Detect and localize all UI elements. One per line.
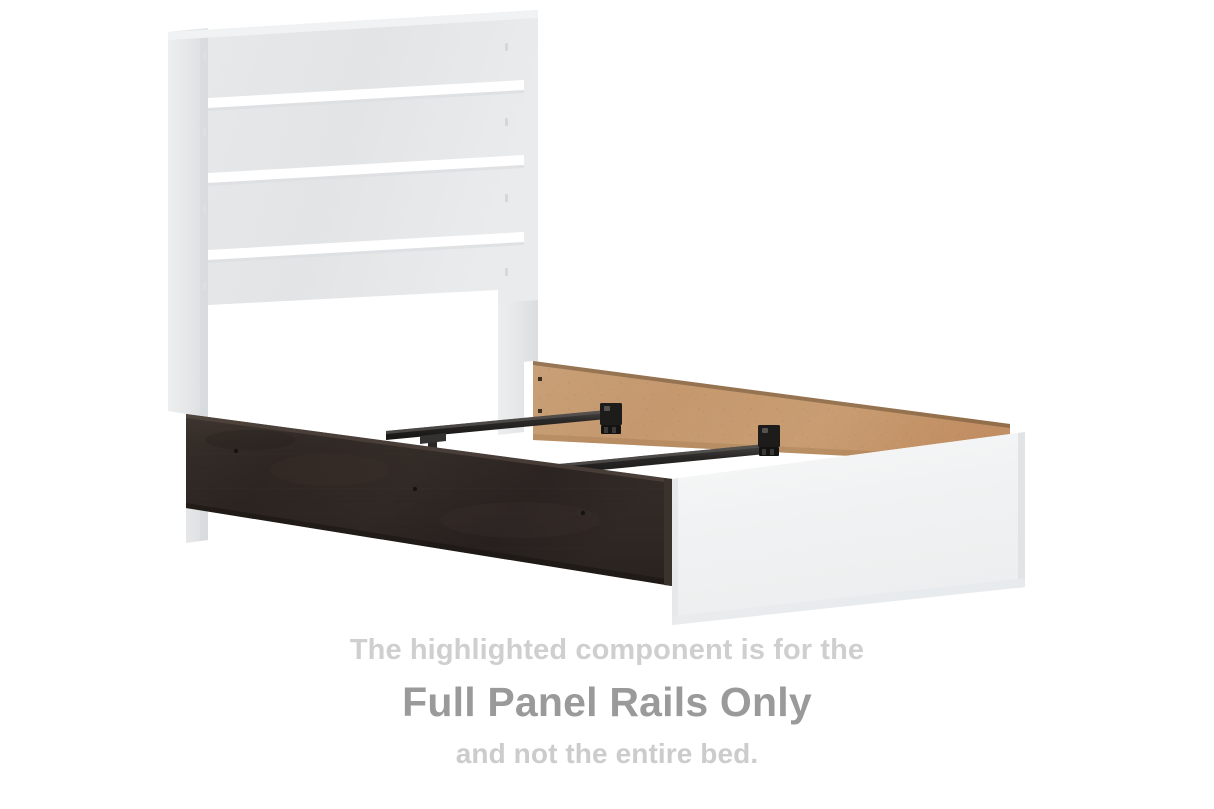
headboard-left-post [168, 28, 208, 543]
headboard-slot-1 [208, 80, 524, 108]
far-side-rail [533, 361, 1010, 464]
headboard-top-edge-highlight [168, 10, 538, 40]
footboard-panel [672, 432, 1025, 625]
headboard-fastener-7 [203, 205, 206, 213]
far-side-rail-top-edge [533, 361, 1010, 428]
footboard-group [672, 432, 1025, 625]
headboard-slat-shade-2 [208, 165, 524, 186]
headboard-fastener-8 [203, 282, 206, 290]
near-side-rail-knot-3 [580, 510, 586, 516]
far-side-rail-screw-2 [538, 409, 542, 413]
support-bar-rear-highlight [386, 410, 607, 434]
near-side-rail-bottom-edge [186, 503, 672, 586]
headboard-slot-3 [208, 232, 524, 260]
footboard-bottom-shade [672, 578, 1025, 625]
footboard-left-edge [672, 478, 678, 625]
caption-line-part-name: Full Panel Rails Only [402, 679, 812, 725]
footboard-right-edge [1018, 432, 1025, 588]
far-side-rail-screw-1 [538, 377, 542, 381]
near-side-rail-grain-blotch-3 [205, 430, 295, 450]
near-side-rail-top-highlight [186, 414, 672, 483]
near-side-rail-end-cap [664, 478, 672, 586]
headboard-panel [168, 10, 538, 305]
headboard-slat-shade-3 [208, 242, 524, 263]
headboard-right-post [498, 286, 538, 435]
near-side-rail-grain-blotch-2 [440, 502, 600, 538]
headboard-fastener-1 [505, 43, 508, 51]
headboard-slot-2 [208, 155, 524, 183]
near-side-rail-grain-blotch-1 [270, 454, 390, 486]
near-side-rail-knot-1 [233, 448, 239, 454]
headboard-fastener-6 [203, 128, 206, 136]
caption-line-intro: The highlighted component is for the [349, 634, 865, 666]
headboard-fastener-2 [505, 118, 508, 126]
headboard-fastener-4 [505, 268, 508, 276]
rail-bracket-rear [600, 403, 622, 434]
caption-block: The highlighted component is for the Ful… [0, 636, 1214, 768]
near-side-rail-knot-2 [412, 486, 418, 492]
headboard-fastener-3 [505, 194, 508, 202]
headboard-slat-shade-1 [208, 90, 524, 111]
far-side-rail-texture [533, 361, 1010, 464]
support-leg-rear-plate [420, 433, 446, 444]
rail-bracket-front [758, 425, 780, 456]
headboard-group [168, 10, 538, 543]
caption-line-disclaimer: and not the entire bed. [455, 738, 759, 769]
near-side-rail-sheen [186, 414, 672, 586]
headboard-fastener-5 [203, 52, 206, 60]
